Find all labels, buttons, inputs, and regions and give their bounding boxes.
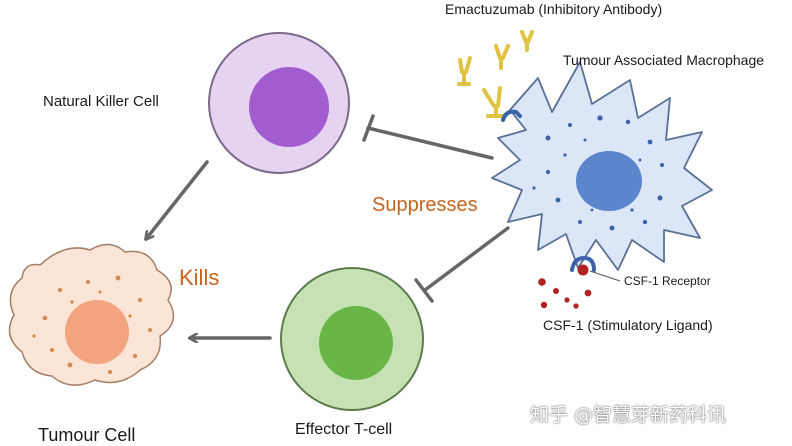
- csf1-ligand-label: CSF-1 (Stimulatory Ligand): [543, 317, 713, 333]
- inhibit-macrophage-to-tcell: [414, 226, 510, 303]
- macrophage-label: Tumour Associated Macrophage: [563, 52, 765, 68]
- suppresses-label: Suppresses: [372, 194, 478, 216]
- kills-label: Kills: [179, 265, 220, 290]
- nk-cell-label: Natural Killer Cell: [43, 93, 159, 110]
- inhibit-macrophage-to-nk: [362, 114, 494, 160]
- csf1-receptor-label: CSF-1 Receptor: [624, 274, 711, 288]
- tcell-label: Effector T-cell: [295, 421, 393, 438]
- t-cell: [280, 267, 424, 411]
- antibody-3: [520, 30, 534, 52]
- antibody-label: Emactuzumab (Inhibitory Antibody): [445, 1, 663, 17]
- tumour-cell: [8, 243, 175, 386]
- nk-cell: [208, 32, 350, 174]
- antibody-2: [494, 44, 510, 70]
- csf1-receptor: [570, 255, 621, 282]
- arrows: [146, 114, 510, 338]
- tumour-granules: [32, 275, 152, 374]
- antibody-molecules: [457, 30, 534, 118]
- tumour-cell-label: Tumour Cell: [38, 425, 136, 445]
- watermark-text: 知乎 @智慧芽新药科讯: [530, 404, 727, 426]
- macrophage: [491, 61, 713, 271]
- antibody-1: [457, 56, 472, 86]
- macrophage-granules: [532, 115, 664, 231]
- arrow-nk-to-tumour: [146, 160, 209, 239]
- csf1-ligands: [538, 278, 592, 309]
- csf1-receptor-bound: [501, 109, 522, 122]
- antibody-bound: [482, 86, 506, 118]
